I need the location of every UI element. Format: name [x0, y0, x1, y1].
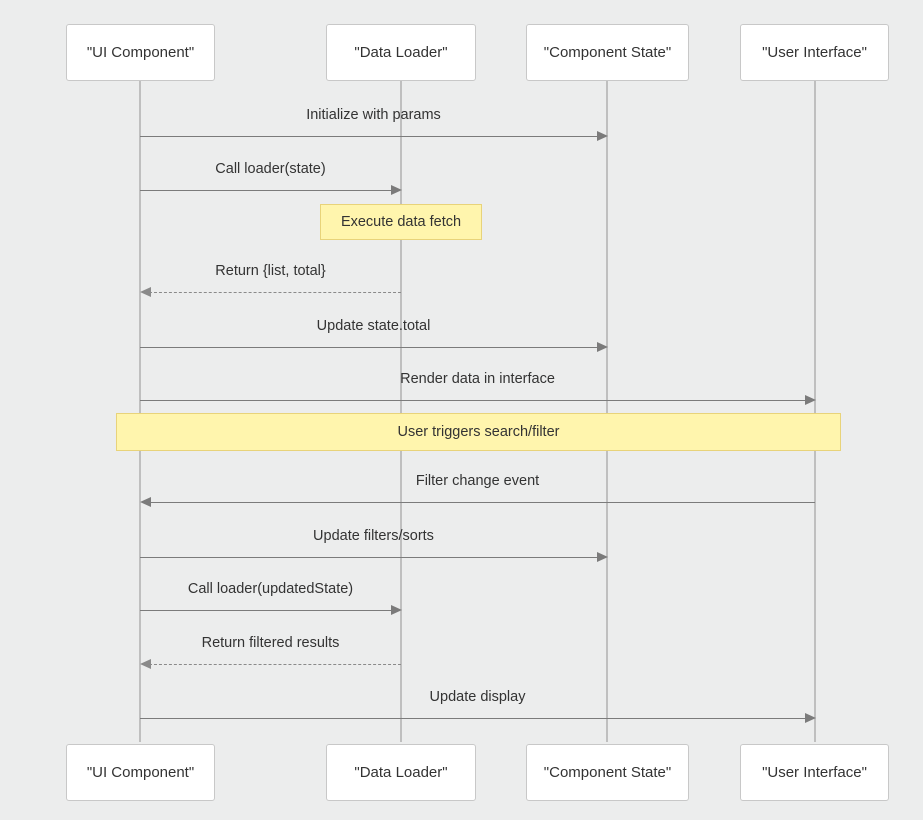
- message-label-return-filtered-results: Return filtered results: [201, 635, 340, 651]
- message-label-initialize-with-params: Initialize with params: [306, 107, 441, 123]
- message-label-call-loader-state: Call loader(state): [215, 161, 326, 177]
- message-line-update-display: [140, 718, 806, 719]
- participant-ui-component-top[interactable]: "UI Component": [66, 24, 215, 81]
- message-arrowhead-update-display: [805, 713, 816, 724]
- message-line-filter-change-event: [149, 502, 815, 503]
- participant-user-interface-bottom[interactable]: "User Interface": [740, 744, 889, 801]
- lifeline-data-loader: [400, 81, 402, 742]
- participant-ui-component-bottom[interactable]: "UI Component": [66, 744, 215, 801]
- lifeline-component-state: [606, 81, 608, 742]
- message-label-update-display: Update display: [429, 689, 526, 705]
- message-line-call-loader-updated: [140, 610, 392, 611]
- lifeline-user-interface: [814, 81, 816, 742]
- message-line-update-filters-sorts: [140, 557, 598, 558]
- participant-component-state-bottom[interactable]: "Component State": [526, 744, 689, 801]
- message-line-initialize-with-params: [140, 136, 598, 137]
- lifeline-ui-component: [139, 81, 141, 742]
- participant-user-interface-top[interactable]: "User Interface": [740, 24, 889, 81]
- message-line-render-data-in-interface: [140, 400, 806, 401]
- note-execute-data-fetch[interactable]: Execute data fetch: [320, 204, 482, 240]
- message-label-update-state-total: Update state.total: [316, 318, 431, 334]
- participant-data-loader-top[interactable]: "Data Loader": [326, 24, 476, 81]
- participant-component-state-top[interactable]: "Component State": [526, 24, 689, 81]
- message-line-return-list-total: [149, 292, 401, 293]
- message-arrowhead-update-filters-sorts: [597, 552, 608, 563]
- message-arrowhead-render-data-in-interface: [805, 395, 816, 406]
- note-user-triggers-search[interactable]: User triggers search/filter: [116, 413, 841, 451]
- message-arrowhead-call-loader-state: [391, 185, 402, 196]
- message-label-call-loader-updated: Call loader(updatedState): [187, 581, 354, 597]
- message-line-update-state-total: [140, 347, 598, 348]
- message-label-update-filters-sorts: Update filters/sorts: [313, 528, 434, 544]
- message-arrowhead-call-loader-updated: [391, 605, 402, 616]
- message-line-call-loader-state: [140, 190, 392, 191]
- message-arrowhead-return-filtered-results: [140, 659, 151, 670]
- message-arrowhead-return-list-total: [140, 287, 151, 298]
- message-arrowhead-update-state-total: [597, 342, 608, 353]
- message-label-return-list-total: Return {list, total}: [215, 263, 326, 279]
- message-line-return-filtered-results: [149, 664, 401, 665]
- message-label-filter-change-event: Filter change event: [415, 473, 540, 489]
- message-arrowhead-filter-change-event: [140, 497, 151, 508]
- message-label-render-data-in-interface: Render data in interface: [400, 371, 555, 387]
- participant-data-loader-bottom[interactable]: "Data Loader": [326, 744, 476, 801]
- message-arrowhead-initialize-with-params: [597, 131, 608, 142]
